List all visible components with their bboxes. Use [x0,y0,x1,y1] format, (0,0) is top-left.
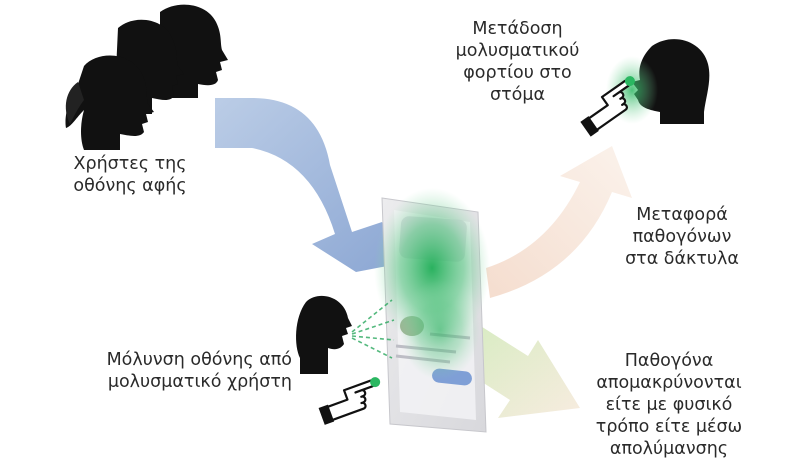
label-removal-line-1: Παθογόνα [624,351,714,371]
pointing-hand-icon-screen [318,377,381,425]
label-transmission-line-1: Μετάδοση [472,19,563,39]
label-transmission-line-3: φορτίου στο [463,63,572,83]
label-removal: Παθογόνα απομακρύνονται είτε με φυσικό τ… [584,350,754,460]
label-removal-line-4: τρόπο είτε μέσω [595,417,743,437]
label-transmission: Μετάδοση μολυσματικού φορτίου στο στόμα [440,18,595,106]
label-contamination: Μόλυνση οθόνης από μολυσματικό χρήστη [92,349,292,393]
arrow-screen-to-mouth [486,146,632,298]
coughing-head-icon [296,295,395,374]
label-transfer-line-1: Μεταφορά [636,205,728,225]
label-contamination-line-1: Μόλυνση οθόνης από [106,350,292,370]
three-user-heads-icon [65,4,228,150]
user-head-front-ponytail [65,55,154,150]
pointing-hand-icon-mouth [580,76,635,137]
ponytail [65,82,84,124]
arrow-screen-to-removal [454,318,580,418]
label-removal-line-3: είτε με φυσικό [605,395,733,415]
label-users-line-1: Χρήστες της [73,154,187,174]
arrow-users-to-screen [215,98,408,272]
label-transfer-line-2: παθογόνων [632,227,732,247]
label-users: Χρήστες της οθόνης αφής [60,153,200,197]
label-removal-line-5: απολύμανσης [609,439,729,459]
label-users-line-2: οθόνης αφής [73,176,187,196]
label-removal-line-2: απομακρύνονται [596,373,742,393]
label-transmission-line-2: μολυσματικού [455,41,580,61]
label-transmission-line-4: στόμα [489,85,545,105]
label-transfer: Μεταφορά παθογόνων στα δάκτυλα [617,204,747,270]
label-contamination-line-2: μολυσματικό χρήστη [107,372,292,392]
label-transfer-line-3: στα δάκτυλα [625,249,739,269]
